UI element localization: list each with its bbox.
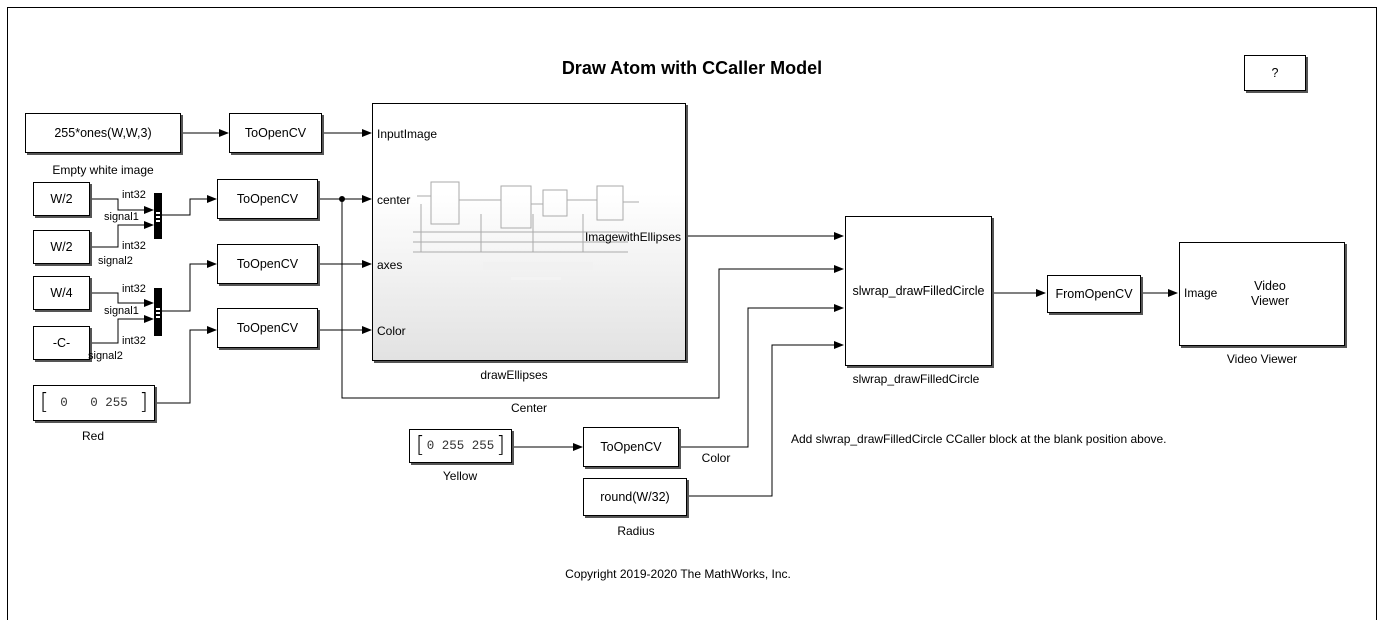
wire-red[interactable]	[155, 326, 217, 404]
signal1-label-a: signal1	[104, 211, 139, 223]
yellow-constant-block[interactable]: [ 0 255 255 ]	[409, 429, 512, 463]
video-viewer-block[interactable]: Image Video Viewer	[1179, 242, 1345, 346]
wire-mux1[interactable]	[162, 195, 217, 216]
copyright-text: Copyright 2019-2020 The MathWorks, Inc.	[565, 567, 791, 581]
red-constant-block[interactable]: [ 0 0 255 ]	[33, 385, 155, 421]
yellow-value: 0 255 255	[426, 439, 495, 453]
video-viewer-caption: Video Viewer	[1226, 352, 1298, 366]
port-center: center	[377, 193, 411, 207]
wire-center-branch[interactable]	[341, 199, 844, 399]
color-signal-label: Color	[701, 451, 731, 465]
filled-circle-caption: slwrap_drawFilledCircle	[852, 372, 980, 386]
model-title: Draw Atom with CCaller Model	[561, 58, 823, 78]
bracket-left-icon: [	[416, 433, 425, 458]
port-image: Image	[1184, 286, 1218, 300]
help-block[interactable]: ?	[1244, 55, 1306, 91]
signal1-label-b: signal1	[104, 305, 139, 317]
signal2-label-a: signal2	[98, 255, 133, 267]
w2-b-block[interactable]: W/2	[33, 230, 90, 264]
draw-ellipses-caption: drawEllipses	[480, 368, 548, 382]
video-viewer-text-1: Video	[1254, 279, 1286, 293]
wire-w2b[interactable]	[90, 221, 154, 248]
branch-point	[339, 196, 345, 202]
wire-radius[interactable]	[687, 341, 844, 497]
yellow-caption: Yellow	[442, 469, 478, 483]
bracket-left-icon: [	[40, 390, 49, 415]
int32-label-c: int32	[122, 283, 146, 295]
port-color: Color	[377, 324, 406, 338]
radius-caption: Radius	[617, 524, 655, 538]
wire-mux2[interactable]	[162, 260, 217, 312]
radius-block[interactable]: round(W/32)	[583, 478, 687, 516]
port-axes: axes	[377, 258, 403, 272]
to-opencv-block-3[interactable]: ToOpenCV	[217, 244, 318, 284]
to-opencv-block-1[interactable]: ToOpenCV	[229, 113, 322, 153]
signal2-label-b: signal2	[88, 350, 123, 362]
annotation-text: Add slwrap_drawFilledCircle CCaller bloc…	[791, 432, 1167, 446]
int32-label-d: int32	[122, 335, 146, 347]
empty-white-image-block[interactable]: 255*ones(W,W,3)	[25, 113, 181, 153]
to-opencv-block-5[interactable]: ToOpenCV	[583, 427, 679, 467]
w4-block[interactable]: W/4	[33, 276, 90, 310]
center-signal-label: Center	[510, 401, 548, 415]
wire-w2a[interactable]	[90, 198, 154, 214]
model-frame	[7, 7, 1377, 620]
from-opencv-block[interactable]: FromOpenCV	[1047, 275, 1141, 313]
empty-white-image-caption: Empty white image	[52, 163, 154, 177]
port-inputimage: InputImage	[377, 127, 438, 141]
const-c-block[interactable]: -C-	[33, 326, 90, 360]
to-opencv-block-2[interactable]: ToOpenCV	[217, 179, 318, 219]
to-opencv-block-4[interactable]: ToOpenCV	[217, 308, 318, 348]
bracket-right-icon: ]	[496, 433, 505, 458]
wire-c[interactable]	[90, 315, 154, 344]
w2-a-block[interactable]: W/2	[33, 182, 90, 216]
red-value: 0 0 255	[60, 396, 128, 410]
wire-w4[interactable]	[90, 292, 154, 307]
red-caption: Red	[81, 429, 105, 443]
int32-label-b: int32	[122, 240, 146, 252]
port-imagewithellipses: ImagewithEllipses	[584, 230, 681, 244]
wire-color-circle[interactable]	[679, 304, 844, 448]
int32-label-a: int32	[122, 189, 146, 201]
bracket-right-icon: ]	[139, 390, 148, 415]
slwrap-draw-filled-circle-block[interactable]: slwrap_drawFilledCircle	[845, 216, 992, 366]
subsystem-preview-icon	[413, 181, 639, 280]
mux-block-2[interactable]	[154, 288, 162, 336]
video-viewer-text-2: Viewer	[1251, 294, 1289, 308]
draw-ellipses-subsystem[interactable]: InputImage center axes Color ImagewithEl…	[372, 103, 686, 361]
mux-block-1[interactable]	[154, 193, 162, 239]
